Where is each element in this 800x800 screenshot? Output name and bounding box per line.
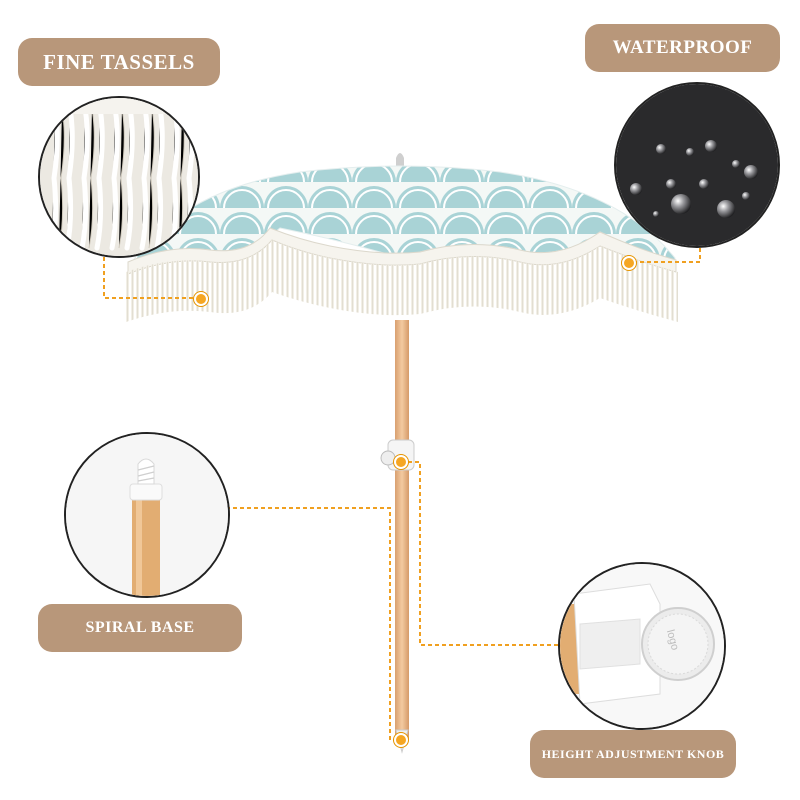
waterproof-label: WATERPROOF <box>585 24 780 72</box>
tassel-callout-dot <box>194 292 208 306</box>
waterproof-callout-dot <box>622 256 636 270</box>
height-knob-label: HEIGHT ADJUSTMENT KNOB <box>530 730 736 778</box>
height-knob-detail-circle: logo <box>558 562 726 730</box>
waterproof-detail-circle <box>614 82 780 248</box>
base-callout-dot <box>394 733 408 747</box>
pole <box>395 320 409 740</box>
waterproof-text: WATERPROOF <box>612 37 753 58</box>
fine-tassels-label: FINE TASSELS <box>18 38 220 86</box>
tassels-detail-circle <box>38 96 200 258</box>
tassel-fringe <box>126 240 678 322</box>
spiral-base-detail-circle <box>64 432 230 598</box>
fine-tassels-text: FINE TASSELS <box>43 49 195 74</box>
knob-callout-dot <box>394 455 408 469</box>
spiral-base-text: SPIRAL BASE <box>85 619 195 636</box>
height-knob-text: HEIGHT ADJUSTMENT KNOB <box>541 746 725 761</box>
spiral-base-label: SPIRAL BASE <box>38 604 242 652</box>
